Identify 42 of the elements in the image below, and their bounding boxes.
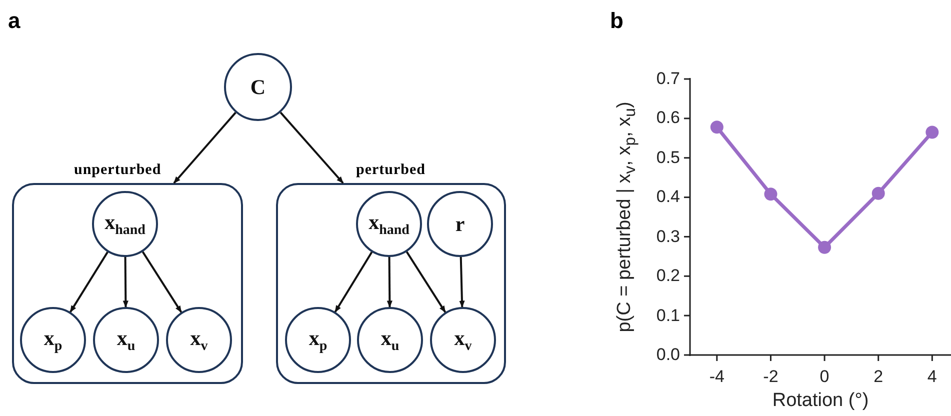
point: [764, 188, 778, 201]
tick-label: -2: [762, 367, 780, 387]
tick-label: 0.3: [656, 226, 680, 247]
tick-label: 0.1: [656, 306, 680, 326]
tick-label: 0.4: [656, 187, 680, 208]
tick-label: 0: [818, 367, 830, 387]
point: [872, 186, 885, 200]
group-heading: unperturbed: [74, 162, 162, 179]
variable-node: r: [427, 191, 493, 257]
arrow: [70, 252, 108, 313]
tick-label: 0.2: [656, 266, 680, 286]
variable-node: C: [224, 53, 292, 121]
point: [926, 126, 939, 139]
tick-label: 0.7: [656, 69, 680, 89]
tick-label: 4: [926, 367, 938, 387]
variable-node: x$_{v}$: [166, 307, 232, 373]
tick-label: 0.6: [656, 108, 680, 128]
tick-label: 0.0: [656, 345, 680, 365]
arrow: [173, 112, 236, 184]
tick-label: -4: [708, 367, 726, 387]
tick-label: 0.5: [656, 148, 680, 168]
variable-node: x$_{v}$: [430, 307, 496, 373]
variable-node: x$_{u}$: [357, 307, 423, 373]
variable-node: x$_{p}$: [20, 307, 86, 373]
arrow: [122, 257, 128, 308]
arrow: [142, 251, 182, 313]
arrow: [406, 251, 446, 313]
panel-letter: b: [610, 8, 624, 34]
arrow: [280, 112, 344, 184]
axis-title: Rotation (°): [771, 390, 870, 412]
arrow: [386, 257, 392, 308]
variable-node: x$_{p}$: [285, 307, 351, 373]
panel-letter: a: [8, 8, 20, 34]
arrow: [459, 256, 465, 308]
point: [710, 120, 724, 134]
variable-node: x$_{hand}$: [92, 191, 158, 257]
arrow: [334, 252, 373, 312]
point: [818, 240, 832, 254]
tick-label: 2: [872, 367, 884, 387]
variable-node: x$_{u}$: [93, 307, 159, 373]
variable-node: x$_{hand}$: [356, 191, 422, 257]
group-heading: perturbed: [356, 162, 426, 179]
